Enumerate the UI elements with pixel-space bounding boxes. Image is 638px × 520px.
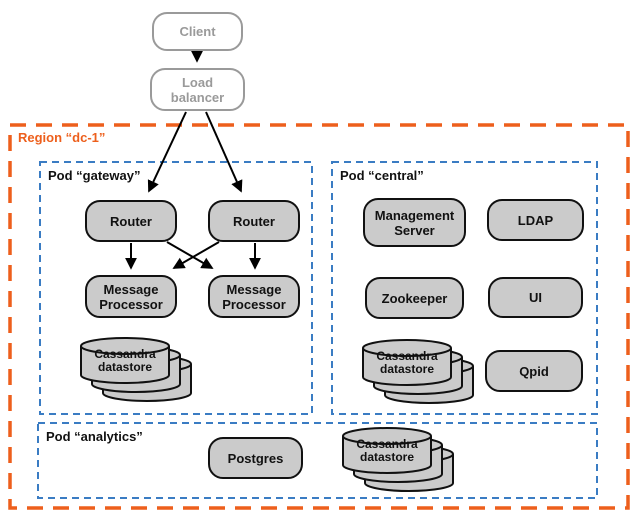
pod-analytics-border bbox=[37, 422, 598, 499]
node-load-balancer: Load balancer bbox=[150, 68, 245, 111]
node-message-processor-1: Message Processor bbox=[85, 275, 177, 318]
node-management-server: Management Server bbox=[363, 198, 466, 247]
node-message-processor-2: Message Processor bbox=[208, 275, 300, 318]
node-ldap: LDAP bbox=[487, 199, 584, 241]
gateway-cassandra-datastore-label: Cassandra datastore bbox=[94, 347, 156, 374]
pod-gateway-label: Pod “gateway” bbox=[48, 168, 141, 183]
analytics-cassandra-datastore-label: Cassandra datastore bbox=[356, 437, 418, 464]
node-client: Client bbox=[152, 12, 243, 51]
pod-central-border bbox=[331, 161, 598, 415]
region-dc1-label: Region “dc-1” bbox=[18, 130, 106, 145]
node-zookeeper: Zookeeper bbox=[365, 277, 464, 319]
pod-analytics-label: Pod “analytics” bbox=[46, 429, 143, 444]
node-postgres: Postgres bbox=[208, 437, 303, 479]
central-cassandra-datastore-label: Cassandra datastore bbox=[376, 349, 438, 376]
node-router-2: Router bbox=[208, 200, 300, 242]
gateway-cassandra-datastore-stack: Cassandra datastore bbox=[80, 337, 200, 405]
node-ui: UI bbox=[488, 277, 583, 318]
node-router-1: Router bbox=[85, 200, 177, 242]
pod-central-label: Pod “central” bbox=[340, 168, 424, 183]
node-qpid: Qpid bbox=[485, 350, 583, 392]
region-dc1-border bbox=[8, 123, 630, 510]
analytics-cassandra-datastore-stack: Cassandra datastore bbox=[342, 427, 462, 495]
central-cassandra-datastore-stack: Cassandra datastore bbox=[362, 339, 482, 407]
